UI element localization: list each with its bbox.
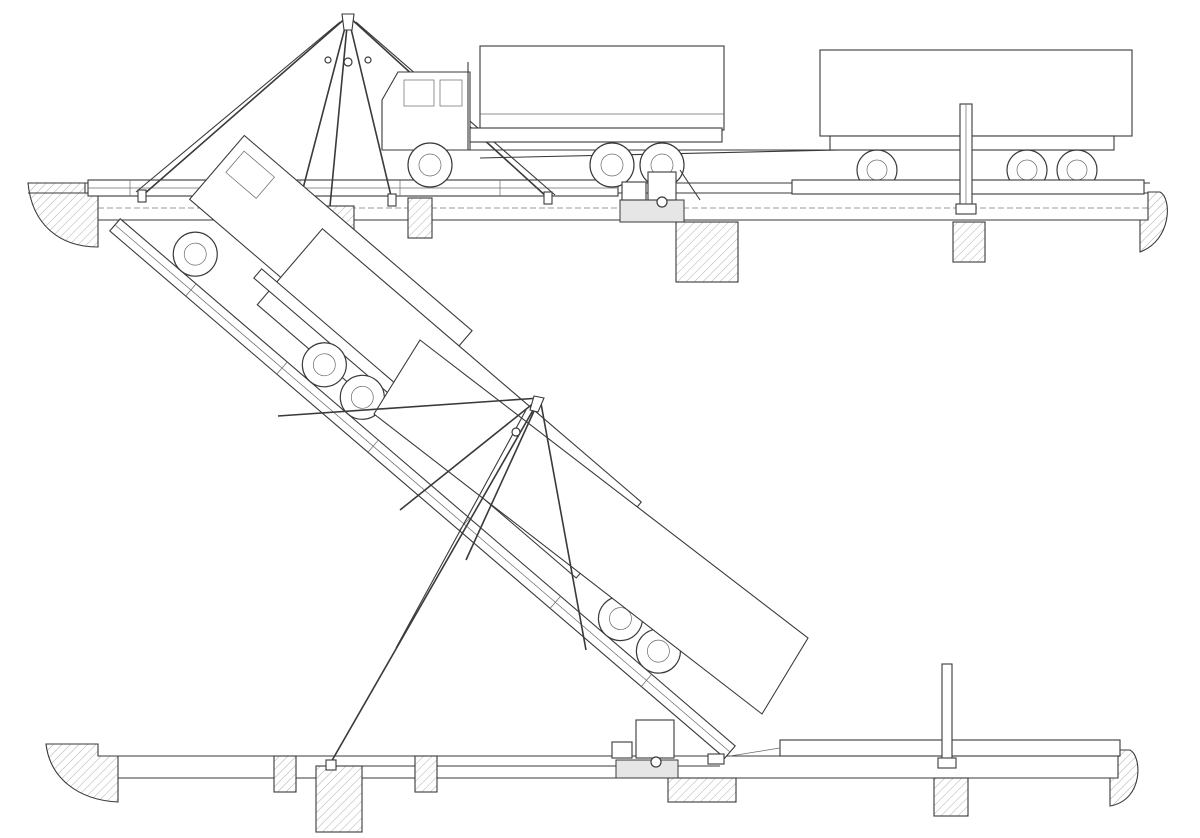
winch-bottom-icon (611, 719, 725, 768)
trailer-icon (720, 49, 1145, 195)
post-icon (955, 103, 977, 215)
foundation-5-top (952, 221, 986, 263)
cargo-body-tilted (373, 339, 809, 715)
bottom-view (45, 134, 1139, 833)
right-bank-top (1139, 191, 1168, 253)
tripod-frame-bottom-icon (277, 395, 587, 771)
foundation-3-top (407, 197, 433, 239)
platform-beam-top (87, 179, 619, 197)
right-bank-bottom (1109, 749, 1139, 807)
winch-icon (621, 169, 701, 208)
foundation-3-bottom (414, 755, 438, 793)
foundation-5-bottom (933, 777, 969, 817)
foundation-4-top (675, 221, 739, 283)
foundation-4-bottom (667, 777, 737, 803)
post-bottom-icon (937, 663, 957, 769)
winch-base-top (619, 199, 685, 223)
left-bank-bottom (45, 743, 119, 803)
winch-base-bottom (615, 759, 679, 779)
foundation-1-bottom (273, 755, 297, 793)
foundation-2-bottom (315, 765, 363, 833)
truck-icon (381, 45, 841, 188)
